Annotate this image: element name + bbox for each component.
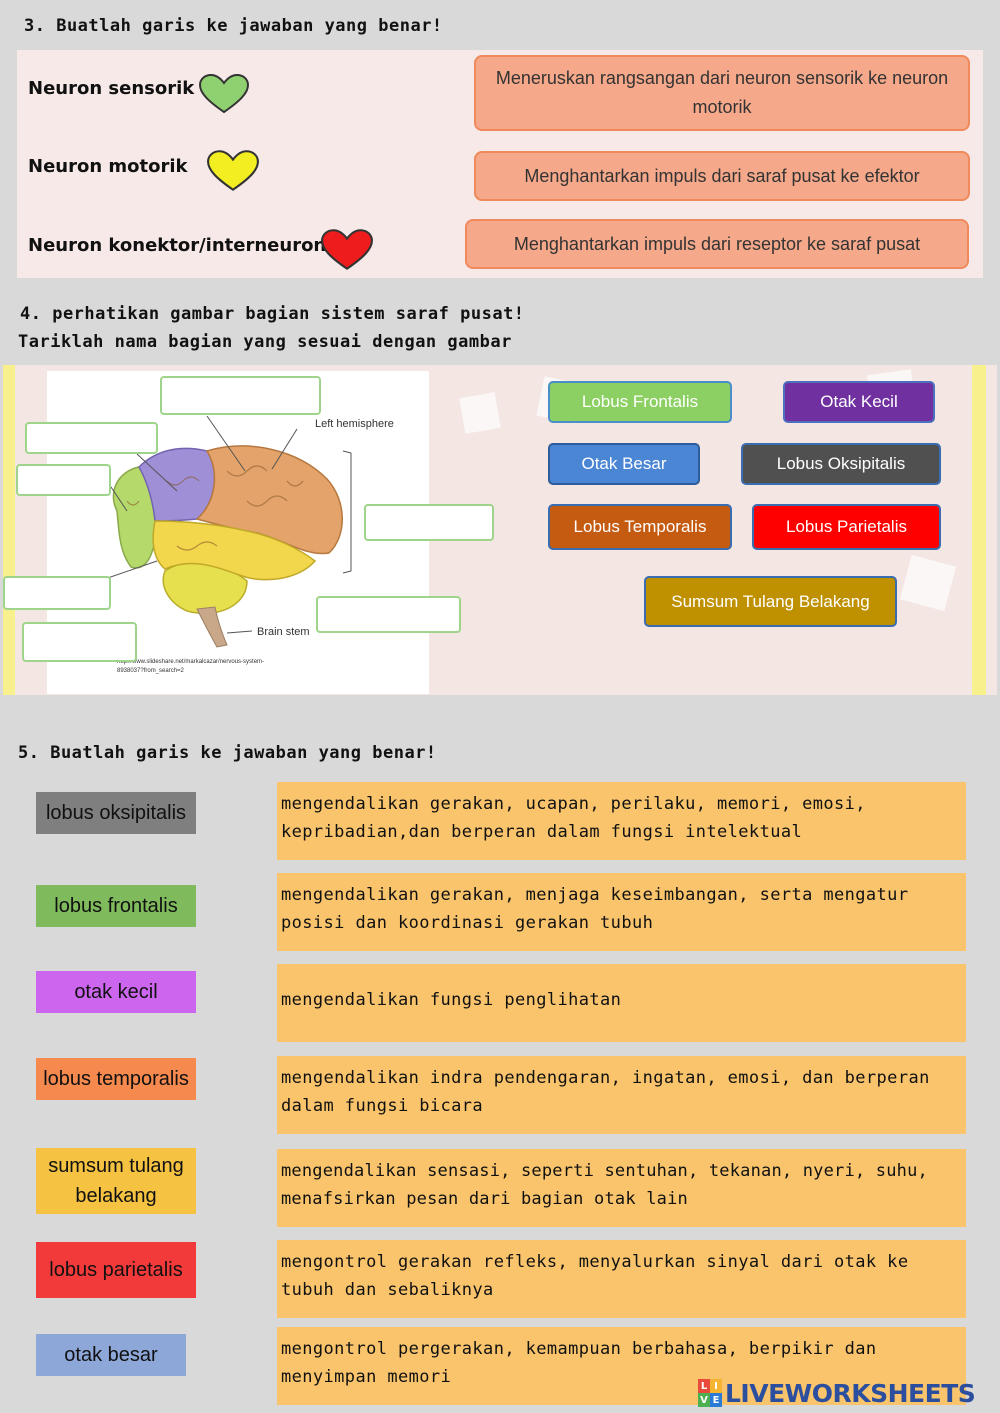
term-otak-besar[interactable]: otak besar: [36, 1334, 186, 1376]
tile-lobus-parietalis[interactable]: Lobus Parietalis: [752, 504, 941, 550]
neuron-label-konektor: Neuron konektor/interneuron: [28, 235, 327, 256]
answer-box-3[interactable]: Menghantarkan impuls dari reseptor ke sa…: [465, 219, 969, 269]
drop-box-1[interactable]: [160, 376, 321, 415]
description-4[interactable]: mengendalikan indra pendengaran, ingatan…: [277, 1056, 966, 1134]
question-3-title: 3. Buatlah garis ke jawaban yang benar!: [24, 16, 443, 36]
decor-stripe-right: [972, 365, 986, 695]
tile-otak-kecil[interactable]: Otak Kecil: [783, 381, 935, 423]
tile-lobus-temporalis[interactable]: Lobus Temporalis: [548, 504, 732, 550]
liveworksheets-wordmark: LIVEWORKSHEETS: [725, 1378, 976, 1408]
answer-box-2[interactable]: Menghantarkan impuls dari saraf pusat ke…: [474, 151, 970, 201]
neuron-label-motorik: Neuron motorik: [28, 156, 188, 177]
description-5[interactable]: mengendalikan sensasi, seperti sentuhan,…: [277, 1149, 966, 1227]
term-lobus-oksipitalis[interactable]: lobus oksipitalis: [36, 792, 196, 834]
label-brain-stem: Brain stem: [257, 626, 310, 638]
tile-lobus-oksipitalis[interactable]: Lobus Oksipitalis: [741, 443, 941, 485]
tile-lobus-frontalis[interactable]: Lobus Frontalis: [548, 381, 732, 423]
drop-box-5[interactable]: [3, 576, 111, 610]
term-lobus-temporalis[interactable]: lobus temporalis: [36, 1058, 196, 1100]
liveworksheets-logo: L I V E LIVEWORKSHEETS: [698, 1376, 976, 1410]
tile-sumsum-tulang-belakang[interactable]: Sumsum Tulang Belakang: [644, 576, 897, 627]
description-3[interactable]: mengendalikan fungsi penglihatan: [277, 964, 966, 1042]
decor-paper: [459, 392, 501, 434]
decor-stripe-left: [3, 365, 15, 695]
description-1[interactable]: mengendalikan gerakan, ucapan, perilaku,…: [277, 782, 966, 860]
drop-box-6[interactable]: [316, 596, 461, 633]
tile-otak-besar[interactable]: Otak Besar: [548, 443, 700, 485]
drop-box-7[interactable]: [22, 622, 137, 662]
drop-box-3[interactable]: [16, 464, 111, 496]
description-7[interactable]: mengontrol pergerakan, kemampuan berbaha…: [277, 1327, 966, 1405]
description-6[interactable]: mengontrol gerakan refleks, menyalurkan …: [277, 1240, 966, 1318]
term-sumsum-tulang-belakang[interactable]: sumsum tulang belakang: [36, 1148, 196, 1214]
liveworksheets-logo-icon: L I V E: [698, 1379, 722, 1407]
brain-illustration: [98, 415, 352, 648]
term-otak-kecil[interactable]: otak kecil: [36, 971, 196, 1013]
drop-box-2[interactable]: [25, 422, 158, 454]
neuron-label-sensorik: Neuron sensorik: [28, 78, 195, 99]
drop-box-4[interactable]: [364, 504, 494, 541]
image-credit-line2: 8938037?from_search=2: [117, 668, 184, 674]
term-lobus-parietalis[interactable]: lobus parietalis: [36, 1242, 196, 1298]
question-4-title-line1: 4. perhatikan gambar bagian sistem saraf…: [20, 304, 525, 324]
image-credit-line1: http://www.slideshare.net/markalcazar/ne…: [117, 659, 265, 665]
description-2[interactable]: mengendalikan gerakan, menjaga keseimban…: [277, 873, 966, 951]
heart-icon-green[interactable]: [198, 74, 250, 114]
heart-icon-red[interactable]: [320, 229, 374, 271]
answer-box-1[interactable]: Meneruskan rangsangan dari neuron sensor…: [474, 55, 970, 131]
term-lobus-frontalis[interactable]: lobus frontalis: [36, 885, 196, 927]
question-5-title: 5. Buatlah garis ke jawaban yang benar!: [18, 743, 437, 763]
heart-icon-yellow[interactable]: [206, 150, 260, 192]
question-4-title-line2: Tariklah nama bagian yang sesuai dengan …: [18, 332, 512, 352]
label-left-hemisphere: Left hemisphere: [315, 418, 394, 430]
